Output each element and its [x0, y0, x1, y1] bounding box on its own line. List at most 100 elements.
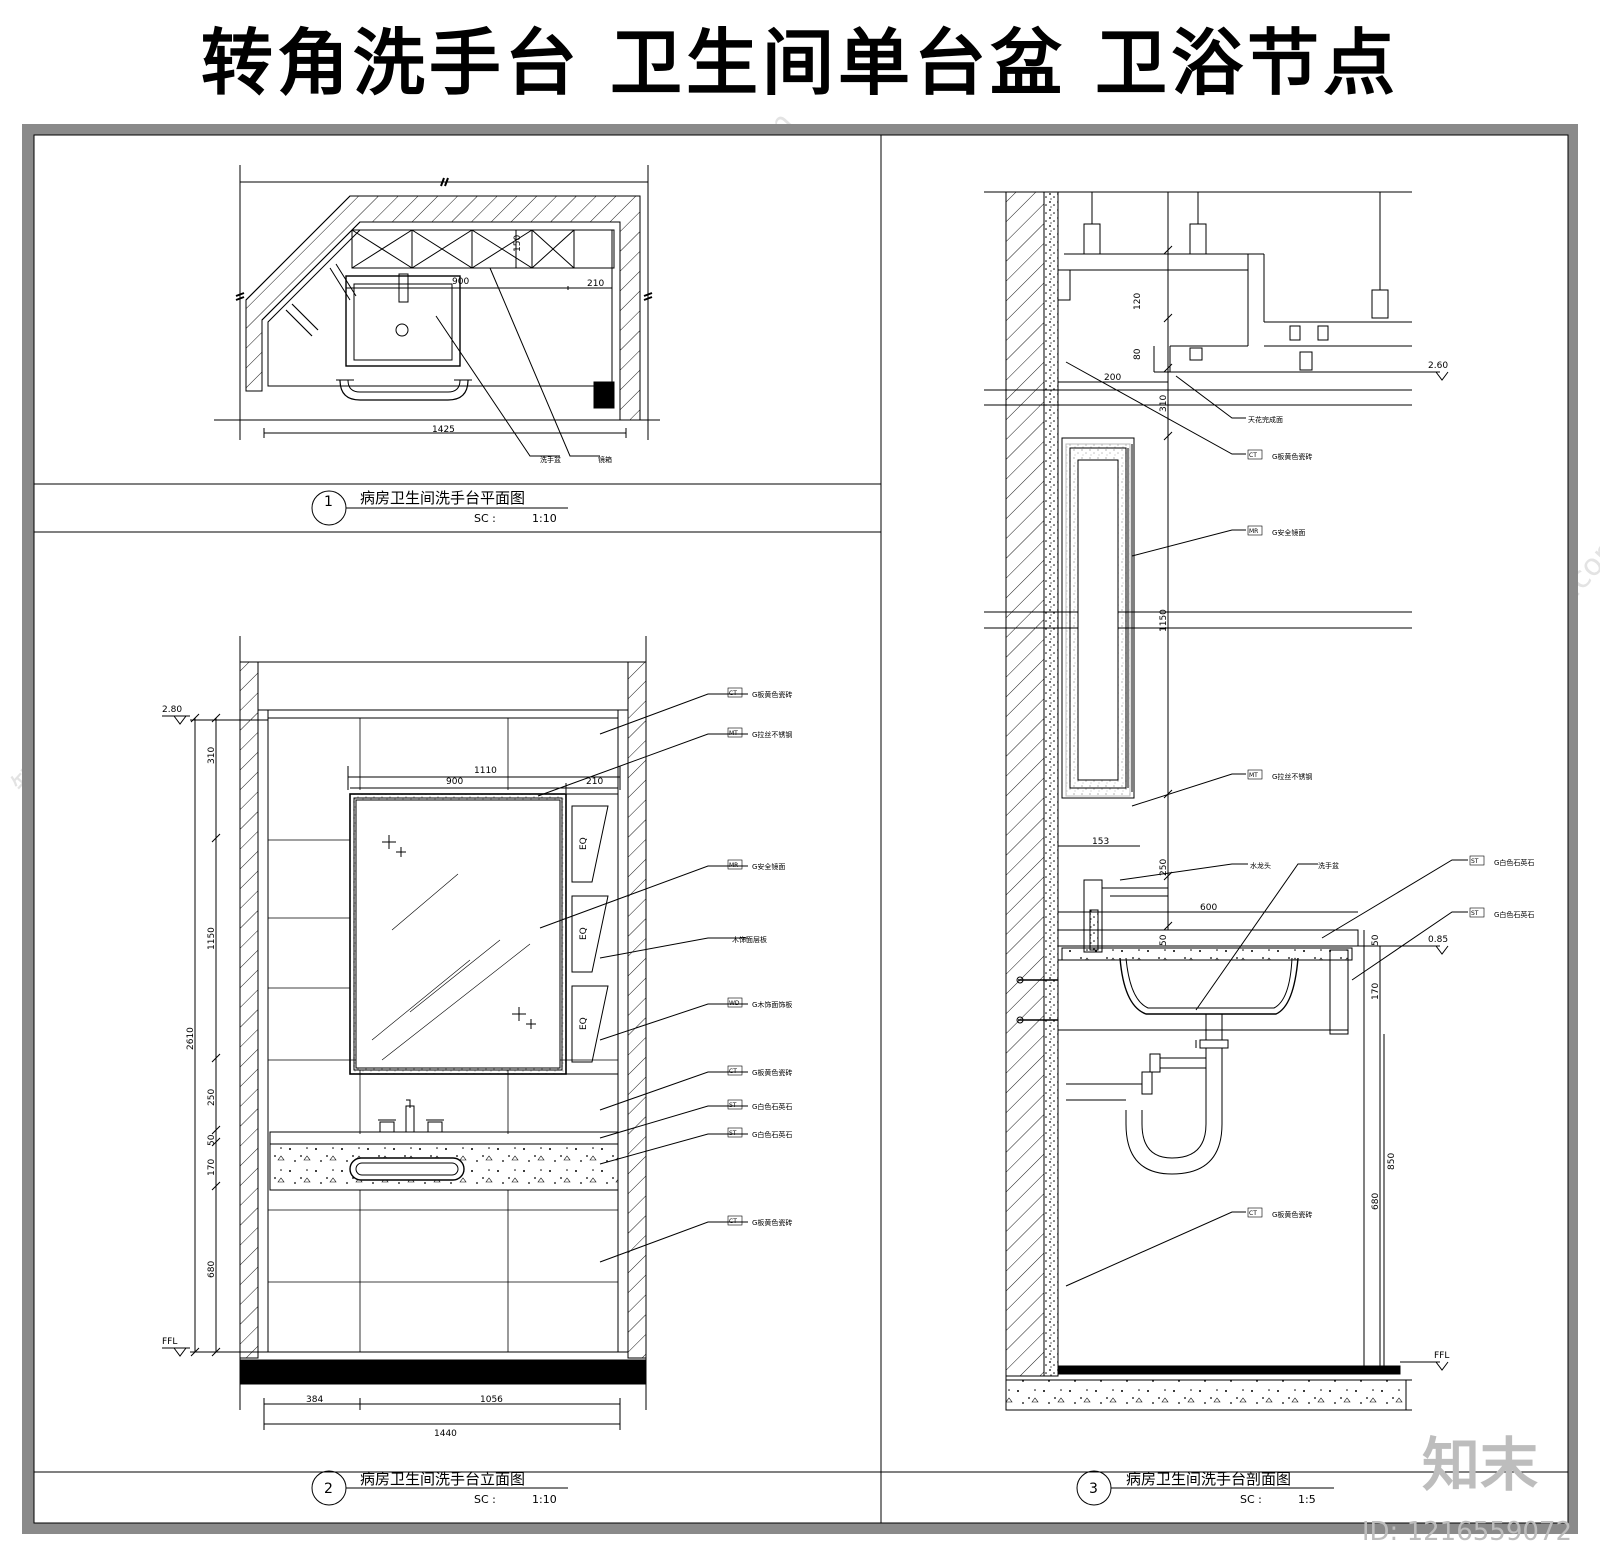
material-tag: 木饰面层板 [732, 935, 767, 944]
section-scale: 1:5 [1298, 1493, 1316, 1506]
dim-eq: EQ [579, 837, 589, 850]
elevation-title: 病房卫生间洗手台立面图 [360, 1470, 525, 1488]
dim-210: 210 [586, 777, 603, 787]
brand-logo: 知末 [1421, 1431, 1538, 1499]
svg-text:G白色石英石: G白色石英石 [1494, 858, 1534, 867]
plan-drawing [214, 165, 660, 457]
dim-900: 900 [452, 277, 469, 287]
svg-text:G板黄色瓷砖: G板黄色瓷砖 [752, 690, 792, 699]
dim-250: 250 [1159, 859, 1169, 876]
elevation-scale: 1:10 [532, 1493, 557, 1506]
material-tag: MT G拉丝不锈钢 [727, 727, 792, 739]
dim-850: 850 [1387, 1153, 1397, 1170]
svg-text:CT: CT [1249, 452, 1257, 459]
svg-text:CT: CT [729, 690, 737, 697]
svg-text:G白色石英石: G白色石英石 [1494, 910, 1534, 919]
svg-text:G板黄色瓷砖: G板黄色瓷砖 [1272, 452, 1312, 461]
svg-text:MT: MT [729, 730, 738, 737]
dim-80: 80 [1133, 348, 1143, 360]
material-tag: ST G白色石英石 [1469, 855, 1534, 867]
level-top: 2.80 [162, 705, 182, 715]
svg-text:G安全镜面: G安全镜面 [752, 862, 785, 871]
svg-text:MT: MT [1249, 772, 1258, 779]
dim-310: 310 [207, 747, 217, 764]
section-number: 3 [1089, 1481, 1098, 1497]
dim-1150: 1150 [1159, 609, 1169, 632]
svg-text:WD: WD [729, 1000, 740, 1007]
dim-200: 200 [1104, 373, 1121, 383]
dim-50: 50 [1371, 934, 1381, 946]
svg-text:MR: MR [1249, 528, 1258, 535]
dim-170: 170 [1371, 983, 1381, 1000]
svg-text:G白色石英石: G白色石英石 [752, 1130, 792, 1139]
material-tag: CT G板黄色瓷砖 [727, 1215, 792, 1227]
sheet-frame [22, 124, 1578, 1534]
material-tag: 水龙头 [1250, 861, 1271, 870]
material-tag: CT G板黄色瓷砖 [1247, 449, 1312, 461]
dim-900: 900 [446, 777, 463, 787]
plan-title-block: 1 病房卫生间洗手台平面图 SC : 1:10 [311, 489, 568, 526]
material-tag: WD G木饰面饰板 [727, 997, 792, 1009]
dim-1056: 1056 [480, 1395, 503, 1405]
svg-text:G白色石英石: G白色石英石 [752, 1102, 792, 1111]
plan-number: 1 [324, 494, 333, 510]
svg-text:CT: CT [729, 1068, 737, 1075]
svg-text:G板黄色瓷砖: G板黄色瓷砖 [1272, 1210, 1312, 1219]
page-title: 转角洗手台 卫生间单台盆 卫浴节点 [200, 21, 1400, 105]
dim-120: 120 [1133, 293, 1143, 310]
svg-text:G木饰面饰板: G木饰面饰板 [752, 1000, 792, 1009]
elevation-scale-prefix: SC : [474, 1493, 496, 1506]
svg-text:木饰面层板: 木饰面层板 [732, 935, 767, 944]
dim-680: 680 [207, 1261, 217, 1278]
svg-text:MR: MR [729, 862, 738, 869]
svg-text:G拉丝不锈钢: G拉丝不锈钢 [752, 730, 792, 739]
plan-dimensions: 900 210 150 1425 洗手盆 镜箱 [432, 235, 612, 464]
dim-250: 250 [207, 1089, 217, 1106]
svg-text:G拉丝不锈钢: G拉丝不锈钢 [1272, 772, 1312, 781]
dim-384: 384 [306, 1395, 323, 1405]
material-tag: CT G板黄色瓷砖 [1247, 1207, 1312, 1219]
dim-50: 50 [207, 1134, 217, 1146]
material-tag: ST G白色石英石 [727, 1099, 792, 1111]
section-dimensions: 2.60 0.85 FFL 120 80 200 310 1150 153 25… [1092, 293, 1449, 1361]
svg-text:G板黄色瓷砖: G板黄色瓷砖 [752, 1218, 792, 1227]
dim-170: 170 [207, 1159, 217, 1176]
plan-scale: 1:10 [532, 512, 557, 525]
svg-text:ST: ST [1471, 910, 1479, 917]
material-tag: MR G安全镜面 [727, 859, 785, 871]
level-floor: FFL [1434, 1351, 1449, 1361]
svg-text:ST: ST [729, 1102, 737, 1109]
svg-text:洗手盆: 洗手盆 [1318, 861, 1339, 870]
material-tag: ST G白色石英石 [1469, 907, 1534, 919]
material-tag: 洗手盆 [1318, 861, 1339, 870]
tag-mirror-cabinet: 镜箱 [598, 455, 612, 464]
dim-680: 680 [1371, 1193, 1381, 1210]
dim-eq: EQ [579, 1017, 589, 1030]
svg-text:水龙头: 水龙头 [1250, 861, 1271, 870]
dim-310: 310 [1159, 395, 1169, 412]
elevation-number: 2 [324, 1481, 333, 1497]
elevation-dimensions: 2.80 FFL 1110 900 210 310 1150 2610 250 … [162, 705, 603, 1439]
section-drawing [984, 191, 1468, 1411]
elevation-title-block: 2 病房卫生间洗手台立面图 SC : 1:10 [311, 1470, 568, 1506]
image-id: ID: 1216559072 [1361, 1517, 1572, 1547]
dim-1425: 1425 [432, 425, 455, 435]
dim-600: 600 [1200, 903, 1217, 913]
svg-text:CT: CT [1249, 1210, 1257, 1217]
elevation-material-tags: CT G板黄色瓷砖 MT G拉丝不锈钢 MR G安全镜面 木饰面层板 WD G木饰面饰板… [727, 687, 792, 1227]
dim-50: 50 [1159, 934, 1169, 946]
dim-150: 150 [513, 235, 523, 252]
elevation-drawing [162, 636, 748, 1430]
svg-text:CT: CT [729, 1218, 737, 1225]
dim-2610: 2610 [186, 1027, 196, 1050]
level-ceiling: 2.60 [1428, 361, 1448, 371]
tag-basin: 洗手盆 [540, 455, 561, 464]
svg-text:ST: ST [1471, 858, 1479, 865]
dim-153: 153 [1092, 837, 1109, 847]
section-title-block: 3 病房卫生间洗手台剖面图 SC : 1:5 [1076, 1470, 1334, 1506]
material-tag: CT G板黄色瓷砖 [727, 687, 792, 699]
material-tag: MT G拉丝不锈钢 [1247, 769, 1312, 781]
